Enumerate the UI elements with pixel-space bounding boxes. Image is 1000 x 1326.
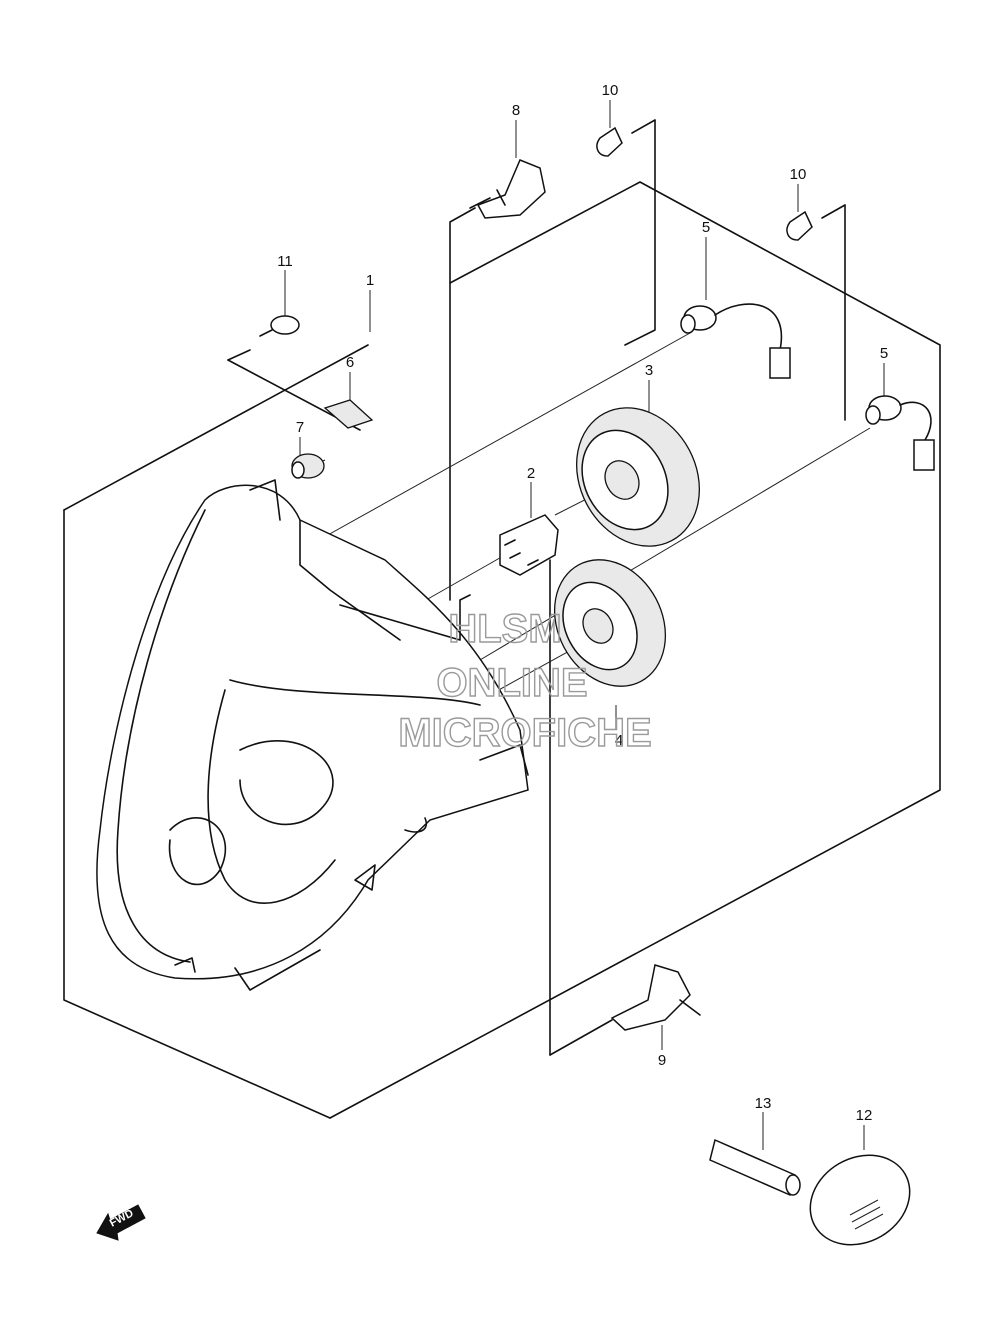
callout-labels: 1 2 3 4 5 5 6 7 8 9 10 10 11 12 13: [277, 82, 888, 1124]
wiring-socket-part-5b: [865, 395, 935, 471]
gasket-strip-part-6: [323, 399, 374, 429]
screw-part-11: [259, 315, 300, 337]
watermark-line-2: ONLINE: [436, 661, 587, 705]
callout-8: 8: [512, 102, 520, 119]
position-bulb-part-10b: [786, 210, 813, 241]
headlight-bulb-part-8: [469, 159, 546, 219]
callout-13: 13: [755, 1095, 772, 1112]
forward-direction-arrow: FWD: [96, 1204, 146, 1241]
callout-11: 11: [277, 253, 293, 270]
assembly-box: [63, 181, 941, 1119]
position-bulb-part-10a: [596, 126, 623, 157]
watermark-line-1: HLSM: [448, 607, 561, 651]
callout-7: 7: [296, 419, 304, 436]
watermark: HLSM ONLINE MICROFICHE: [398, 606, 653, 755]
cap-part-12: [809, 1154, 911, 1246]
callout-10b: 10: [790, 166, 807, 183]
headlight-bulb-part-9: [610, 964, 701, 1031]
callout-12: 12: [856, 1107, 873, 1124]
callout-5a: 5: [702, 219, 710, 236]
callout-6: 6: [346, 354, 354, 371]
callout-2: 2: [527, 465, 535, 482]
callout-10a: 10: [602, 82, 619, 99]
reflector-cover-part-4: [553, 559, 667, 687]
watermark-line-3: MICROFICHE: [398, 711, 651, 755]
callout-1: 1: [366, 272, 374, 289]
callout-3: 3: [645, 362, 653, 379]
callout-4: 4: [615, 732, 623, 749]
callout-5b: 5: [880, 345, 888, 362]
headlight-housing: [96, 479, 529, 991]
wiring-socket-part-5a: [680, 303, 791, 379]
bulb-bracket-frames: [227, 119, 846, 1056]
reflector-cover-part-3: [575, 407, 701, 547]
callout-9: 9: [658, 1052, 666, 1069]
spacer-part-13: [709, 1138, 801, 1197]
grommet-part-7: [291, 453, 325, 479]
socket-part-2: [499, 514, 559, 576]
